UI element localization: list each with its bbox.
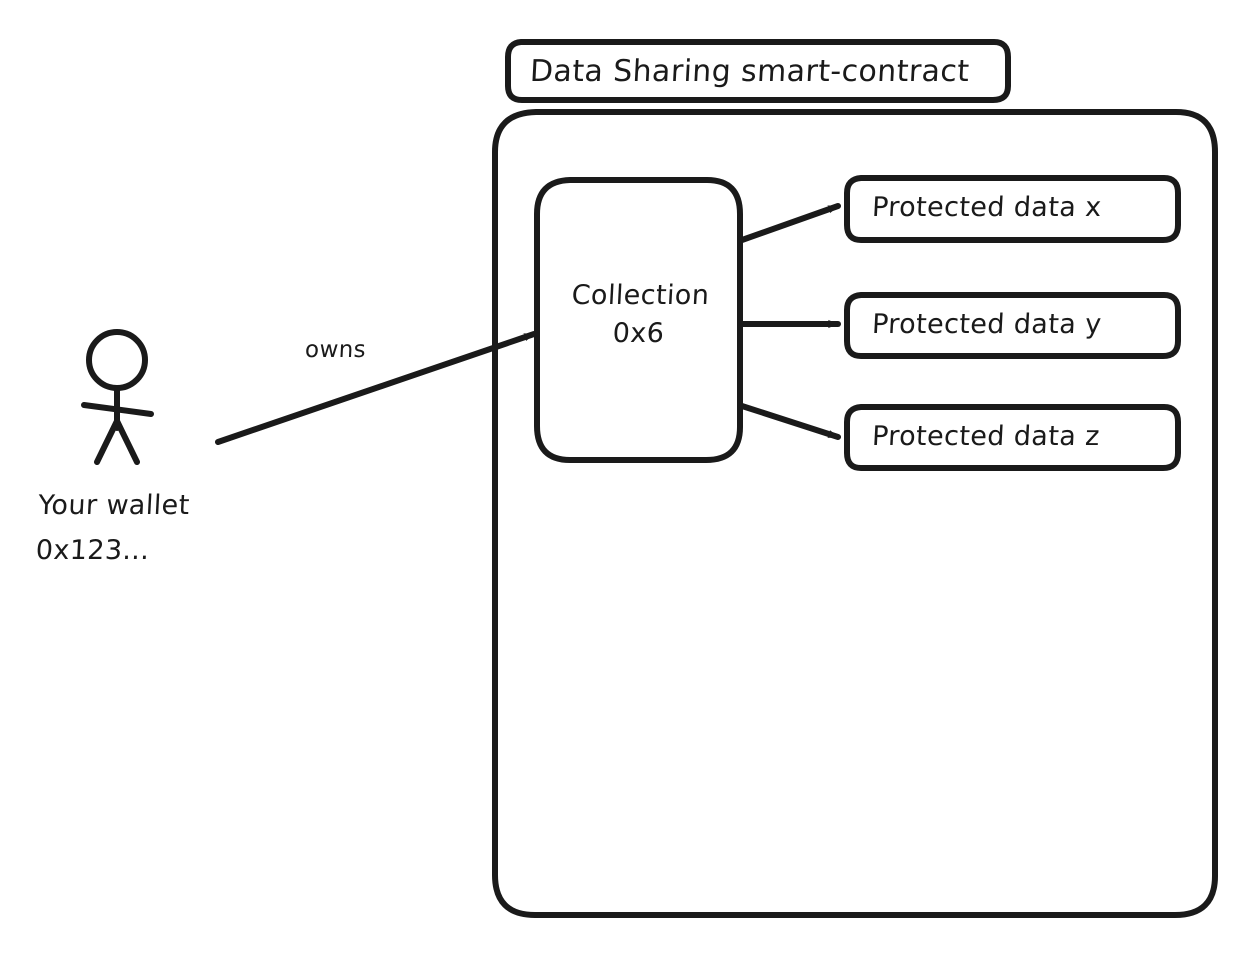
edge-collection-to-protected-data-x xyxy=(739,203,841,243)
protected-data-x-box xyxy=(844,175,1181,243)
protected-data-x-label: Protected data x xyxy=(871,192,1103,223)
wallet-label-line1: Your wallet xyxy=(37,490,191,521)
protected-data-y-box xyxy=(844,292,1181,359)
smart-contract-title: Data Sharing smart-contract xyxy=(529,54,971,89)
collection-label-line1: Collection xyxy=(570,280,711,311)
edge-label-owns: owns xyxy=(304,337,367,363)
smart-contract-container xyxy=(492,109,1218,918)
edge-wallet-owns-collection xyxy=(215,331,537,445)
protected-data-y-label: Protected data y xyxy=(871,309,1103,340)
collection-label-line2: 0x6 xyxy=(611,318,666,349)
stick-figure-person-icon xyxy=(81,329,154,465)
collection-box xyxy=(534,177,743,463)
edge-collection-to-protected-data-z xyxy=(739,403,841,440)
wallet-label: Your wallet 0x123... xyxy=(35,483,191,573)
protected-data-z-box xyxy=(844,404,1181,471)
wallet-label-line2: 0x123... xyxy=(35,535,151,566)
collection-label: Collection 0x6 xyxy=(550,277,729,353)
smart-contract-title-box xyxy=(505,39,1011,103)
protected-data-z-label: Protected data z xyxy=(871,421,1101,452)
